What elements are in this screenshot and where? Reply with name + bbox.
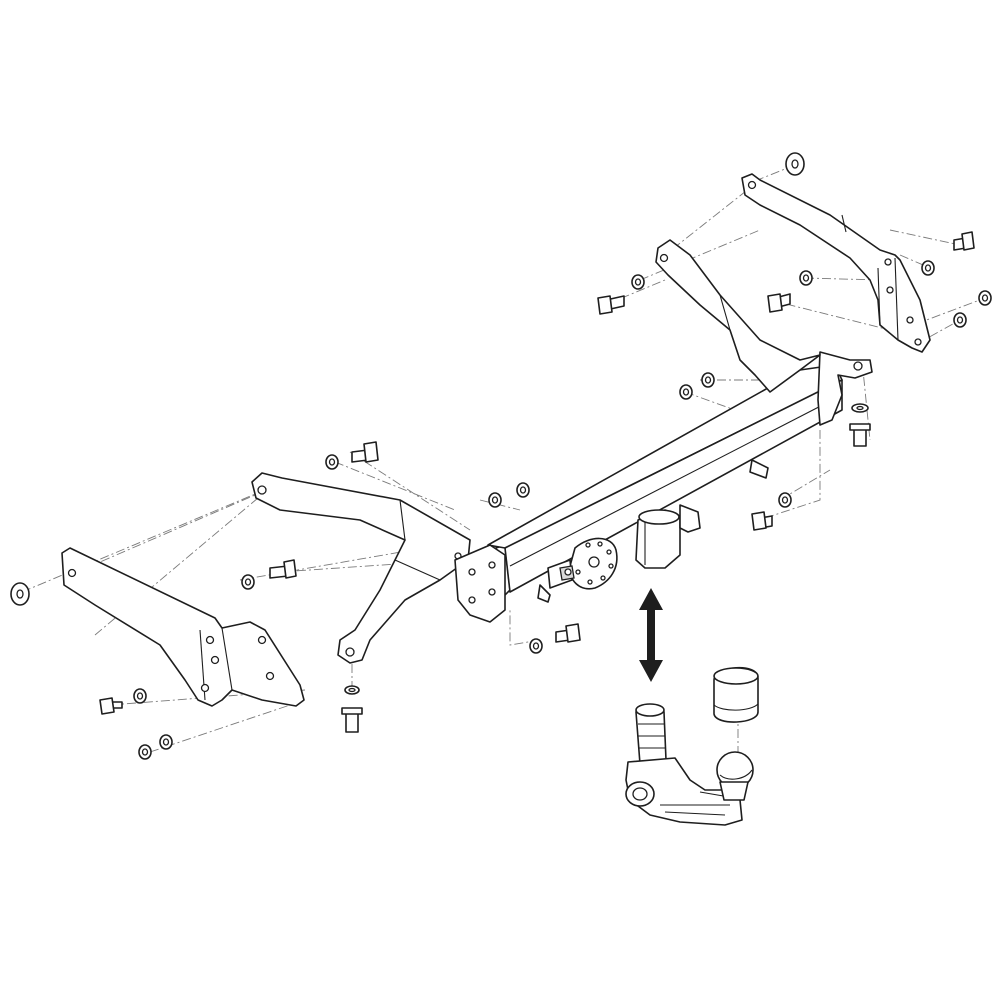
bolt-left-upper [351, 441, 379, 463]
bolts [99, 231, 975, 733]
socket-plate [547, 537, 618, 590]
bolt-left-mid [269, 559, 297, 579]
hitch-receiver [635, 504, 701, 569]
right-outer-plate [741, 173, 931, 353]
right-side-bracket [655, 239, 821, 393]
bolt-center-upper [597, 295, 625, 315]
bolt-right-lower [751, 511, 773, 531]
bolt-vertical-right [849, 423, 871, 447]
bolt-far-right-upper [953, 231, 975, 251]
bolt-bottom-left [341, 707, 363, 733]
bolt-right-upper [767, 293, 791, 313]
left-outer-plate [61, 547, 305, 707]
assembly-guide-lines [21, 164, 986, 755]
washers-and-nuts [10, 152, 992, 760]
bolt-bottom-center [555, 623, 581, 643]
main-crossbar [454, 351, 873, 623]
bolt-left-lower [99, 697, 123, 715]
detachable-towball-neck [625, 703, 754, 826]
towball-cap [713, 666, 759, 723]
left-side-bracket [251, 472, 471, 664]
double-arrow-icon [639, 588, 663, 682]
